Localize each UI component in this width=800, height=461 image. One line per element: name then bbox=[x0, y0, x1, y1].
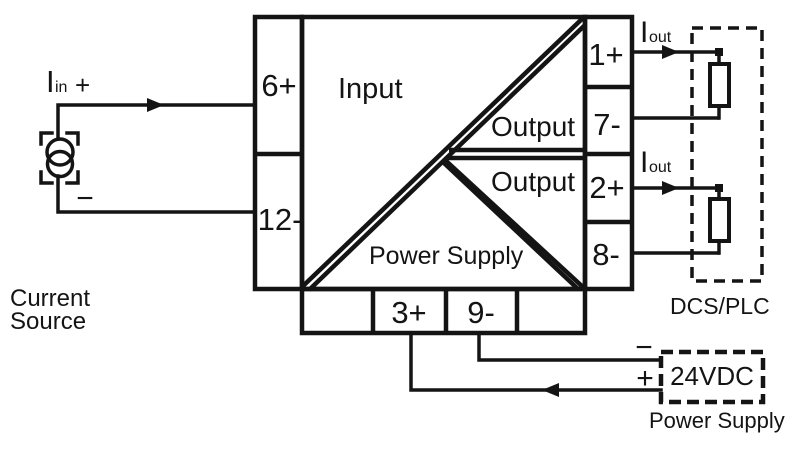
output2-current-arrow-icon bbox=[662, 181, 679, 195]
supply-caption: Power Supply bbox=[649, 408, 785, 433]
current-source-bracket-icon bbox=[39, 131, 80, 185]
wire-supply-minus bbox=[477, 331, 663, 362]
dcs-plc-block: DCS/PLC bbox=[670, 26, 770, 319]
section-input-label: Input bbox=[338, 73, 403, 105]
isolation-barrier-lines bbox=[301, 16, 587, 292]
bottom-terminal-row bbox=[299, 286, 588, 336]
terminal-7minus-label: 7- bbox=[593, 107, 621, 142]
terminal-1plus-label: 1+ bbox=[588, 37, 623, 72]
supply-current-arrow-icon bbox=[542, 383, 559, 397]
current-source-plus-label: + bbox=[75, 70, 90, 100]
terminal-8minus-label: 8- bbox=[592, 237, 620, 272]
current-source-caption-line2: Source bbox=[10, 308, 86, 335]
supply-plus-label: + bbox=[636, 362, 654, 395]
iout1-signal-label: I bbox=[640, 16, 648, 49]
terminal-12minus-label: 12- bbox=[258, 202, 303, 237]
power-supply-unit: − + 24VDC Power Supply bbox=[409, 331, 785, 433]
wire-input-minus bbox=[56, 174, 257, 214]
load-resistor-1 bbox=[708, 62, 731, 108]
section-power-supply-label: Power Supply bbox=[369, 242, 524, 270]
supply-voltage-label: 24VDC bbox=[670, 361, 754, 391]
terminal-6plus-label: 6+ bbox=[261, 68, 296, 103]
input-current-arrow-icon bbox=[147, 98, 164, 112]
isolator-device: 6+ 12- Input Output Output Power Supply … bbox=[252, 14, 635, 336]
section-output-bottom-label: Output bbox=[491, 166, 575, 197]
wire-input-plus bbox=[56, 103, 257, 141]
wire-supply-plus bbox=[409, 331, 663, 392]
terminal-9minus-label: 9- bbox=[467, 295, 495, 330]
output-loop-2: I out bbox=[630, 146, 731, 255]
terminal-3plus-label: 3+ bbox=[391, 295, 426, 330]
section-output-top-label: Output bbox=[491, 111, 575, 142]
supply-minus-label: − bbox=[635, 331, 653, 364]
iout1-signal-subscript: out bbox=[649, 29, 672, 46]
iout2-signal-label: I bbox=[640, 146, 648, 179]
dcs-plc-caption: DCS/PLC bbox=[670, 293, 770, 319]
iout2-signal-subscript: out bbox=[649, 159, 672, 176]
current-source-caption-line1: Current bbox=[10, 285, 90, 312]
current-source-signal-label: I bbox=[46, 64, 55, 99]
load-resistor-2 bbox=[708, 197, 731, 243]
current-source-minus-label: − bbox=[76, 182, 94, 215]
terminal-2plus-label: 2+ bbox=[589, 170, 624, 205]
supply-dashed-box bbox=[658, 349, 766, 405]
output-loop-1: I out bbox=[630, 16, 731, 120]
current-source: I in + − Current Source bbox=[10, 64, 257, 335]
current-source-signal-subscript: in bbox=[55, 79, 67, 96]
current-source-symbol-icon bbox=[45, 137, 75, 179]
output1-current-arrow-icon bbox=[662, 45, 679, 59]
